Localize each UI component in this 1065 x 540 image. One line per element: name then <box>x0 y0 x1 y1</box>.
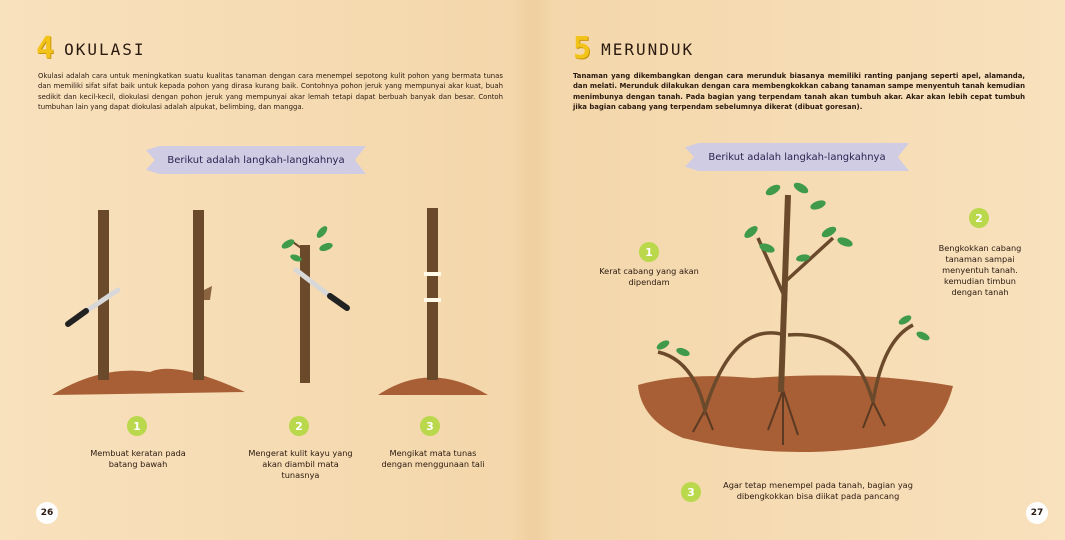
tree-trunk <box>427 208 438 380</box>
step-2-caption: Bengkokkan cabang tanaman sampai menyent… <box>931 243 1029 298</box>
knife-handle <box>68 311 86 324</box>
bark-flap <box>204 286 212 300</box>
page-number: 27 <box>1026 502 1048 524</box>
scion-stick <box>300 245 310 383</box>
left-page: 4 OKULASI Okulasi adalah cara untuk meni… <box>0 0 532 540</box>
soil-mound <box>52 369 245 395</box>
tie-string <box>424 298 441 302</box>
step-3-caption: Mengikat mata tunas dengan menggunaan ta… <box>374 448 492 470</box>
page-number: 26 <box>36 502 58 524</box>
step-1-caption: Kerat cabang yang akan dipendam <box>599 266 699 288</box>
step-2-badge: 2 <box>969 208 989 228</box>
leaf-icon <box>318 241 334 252</box>
right-page: 5 MERUNDUK Tanaman yang dikembangkan den… <box>533 0 1065 540</box>
tree-trunk <box>193 210 204 380</box>
soil-bed <box>638 375 953 452</box>
leaf-icon <box>280 237 296 250</box>
tie-string <box>424 272 441 276</box>
step-1-caption: Membuat keratan pada batang bawah <box>78 448 198 470</box>
step-1-badge: 1 <box>127 416 147 436</box>
knife-handle <box>330 296 347 308</box>
step-3-badge: 3 <box>420 416 440 436</box>
soil-mound <box>378 378 488 396</box>
step-2-caption: Mengerat kulit kayu yang akan diambil ma… <box>243 448 358 481</box>
step-2-badge: 2 <box>289 416 309 436</box>
leaf-icon <box>315 224 329 239</box>
step-1-badge: 1 <box>639 242 659 262</box>
step-3-badge: 3 <box>681 482 701 502</box>
step-3-caption: Agar tetap menempel pada tanah, bagian y… <box>713 480 923 502</box>
